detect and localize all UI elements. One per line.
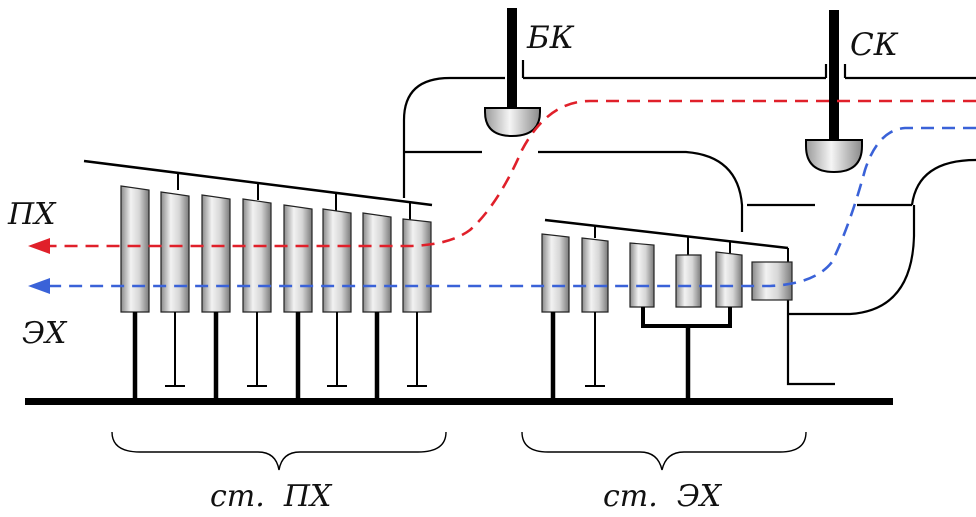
ex-cylinder-4 xyxy=(675,254,702,308)
px-stage-cylinders xyxy=(120,185,432,313)
px-hangers xyxy=(177,173,411,220)
ex-flow-line xyxy=(48,126,976,288)
ex-stage-cylinders xyxy=(541,233,793,313)
ex-cylinder-1 xyxy=(541,233,570,313)
px-cylinder-6 xyxy=(322,208,352,313)
px-cylinder-3 xyxy=(201,194,231,313)
ex-cylinder-2 xyxy=(581,237,609,313)
ex-regulator-box xyxy=(751,261,793,301)
ex-hangers xyxy=(594,226,789,262)
ex-cylinder-5 xyxy=(715,251,743,308)
label-sk: СК xyxy=(850,27,899,63)
px-flow-line xyxy=(48,99,976,248)
brace-ex xyxy=(521,431,807,471)
label-st-ex: ст. ЭХ xyxy=(603,479,723,514)
px-cylinder-1 xyxy=(120,185,150,313)
brace-px xyxy=(111,431,447,471)
valve-bk xyxy=(484,8,541,138)
label-st-px: ст. ПХ xyxy=(210,479,333,514)
ex-top-bar xyxy=(544,218,789,250)
px-cylinder-8 xyxy=(402,218,432,313)
label-bk: БК xyxy=(526,20,575,56)
px-cylinder-5 xyxy=(283,204,313,313)
valve-sk xyxy=(805,10,863,174)
ex-cylinder-3 xyxy=(629,242,655,308)
px-supports xyxy=(132,312,427,398)
ex-flow-arrowhead xyxy=(28,278,50,294)
px-cylinder-2 xyxy=(160,191,190,313)
ex-supports xyxy=(550,307,732,398)
label-ex: ЭХ xyxy=(22,316,68,351)
px-flow-arrowhead xyxy=(28,238,50,254)
turbine-casing xyxy=(402,60,976,386)
label-px: ПХ xyxy=(7,197,57,232)
px-cylinder-7 xyxy=(362,212,392,313)
px-cylinder-4 xyxy=(242,198,272,313)
base-rail xyxy=(25,398,893,405)
